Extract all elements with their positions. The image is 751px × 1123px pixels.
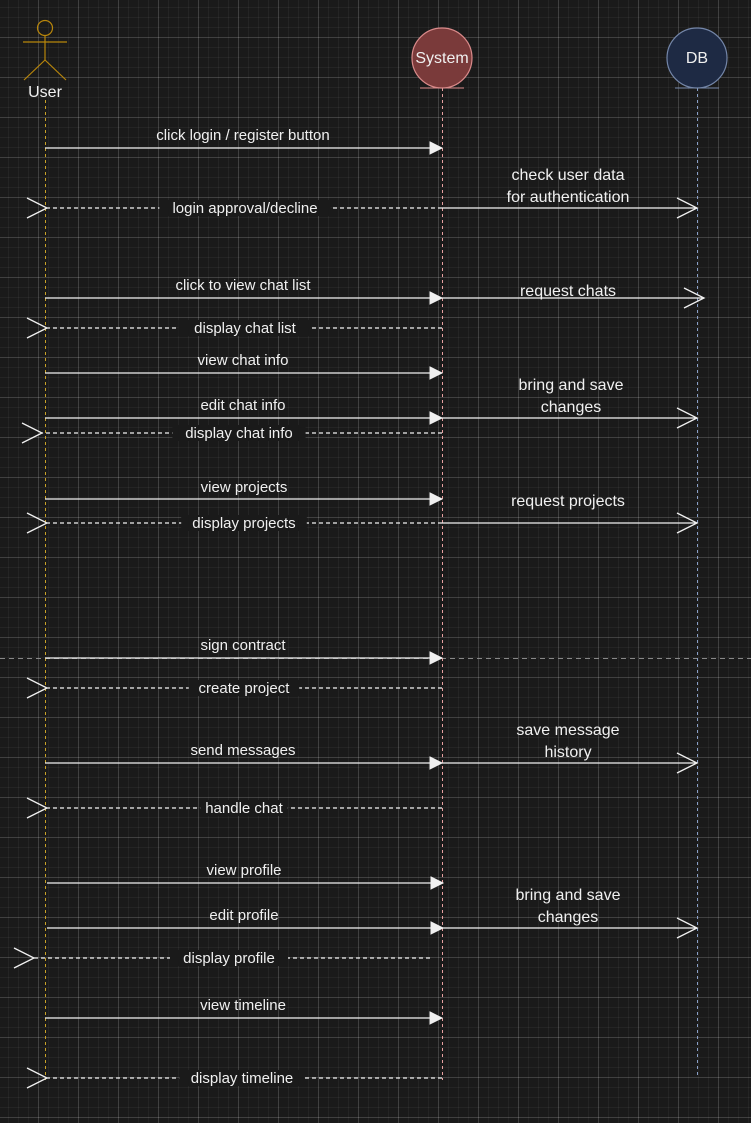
participant-system[interactable]: System [411,27,473,89]
message-12[interactable]: request projects [442,493,699,534]
message-label: edit profile [209,907,278,924]
lifelines [45,88,698,1080]
participant-label: System [415,50,468,67]
label-background [159,200,331,216]
arrowhead-icon [683,287,706,309]
message-label: handle chat [205,800,283,817]
message-22[interactable]: display profile [13,947,430,969]
arrowhead-icon [26,797,49,819]
message-3[interactable]: login approval/decline [26,197,442,219]
message-label: display chat info [185,425,293,442]
messages: click login / register button check user … [13,127,706,1089]
message-6[interactable]: display chat list [26,317,442,339]
message-label: display projects [192,515,295,532]
arrowhead-icon [21,422,44,444]
message-label: edit chat info [200,397,285,414]
message-4[interactable]: click to view chat list [45,277,444,305]
message-23[interactable]: view timeline [45,997,444,1025]
arrowhead-icon [429,492,444,506]
message-1[interactable]: click login / register button [45,127,444,155]
arrowhead-icon [429,651,444,665]
message-label: request projects [511,493,625,510]
message-label: display profile [183,950,275,967]
arrowhead-icon [429,291,444,305]
message-label: click login / register button [156,127,329,144]
message-18[interactable]: handle chat [26,797,442,819]
message-label: sign contract [200,637,286,654]
arrowhead-icon [429,366,444,380]
arrowhead-icon [429,756,444,770]
message-13[interactable]: display projects [26,512,442,534]
participant-user[interactable]: User [23,19,67,102]
message-label: display chat list [194,320,297,337]
label-background [172,425,306,441]
participant-label: User [28,84,62,101]
message-16[interactable]: send messages [45,742,444,770]
label-background [179,1070,305,1086]
message-label: view chat info [198,352,289,369]
participant-label: DB [686,50,708,67]
arrowhead-icon [429,1011,444,1025]
actor-icon [23,19,67,81]
arrowhead-icon [430,921,445,935]
message-24[interactable]: display timeline [26,1067,442,1089]
arrowhead-icon [676,752,699,774]
message-8[interactable]: edit chat info [45,397,444,425]
message-label: display timeline [191,1070,294,1087]
message-20[interactable]: edit profile [47,907,445,935]
participant-db[interactable]: DB [666,27,728,89]
arrowhead-icon [676,407,699,429]
arrowhead-icon [26,197,49,219]
message-11[interactable]: view projects [45,479,444,506]
message-label: create project [199,680,291,697]
message-label: request chats [520,283,616,300]
arrowhead-icon [429,141,444,155]
arrowhead-icon [26,317,49,339]
arrowhead-icon [26,512,49,534]
arrowhead-icon [676,197,699,219]
message-label: click to view chat list [175,277,311,294]
arrowhead-icon [676,512,699,534]
label-background [181,515,307,531]
label-background [200,800,288,816]
message-label: view projects [201,479,288,496]
message-19[interactable]: view profile [47,862,445,890]
arrowhead-icon [26,1067,49,1089]
message-label: view profile [206,862,281,879]
arrowhead-icon [429,411,444,425]
message-label: view timeline [200,997,286,1014]
arrowhead-icon [26,677,49,699]
label-background [188,680,300,696]
arrowhead-icon [676,917,699,939]
message-7[interactable]: view chat info [45,352,444,380]
message-5[interactable]: request chats [442,283,706,309]
message-14[interactable]: sign contract [45,637,444,665]
message-10[interactable]: display chat info [21,422,442,444]
arrowhead-icon [13,947,36,969]
message-label: send messages [190,742,295,759]
message-label: login approval/decline [172,200,317,217]
message-15[interactable]: create project [26,677,442,699]
arrowhead-icon [430,876,445,890]
label-background [178,320,312,336]
label-background [170,950,288,966]
